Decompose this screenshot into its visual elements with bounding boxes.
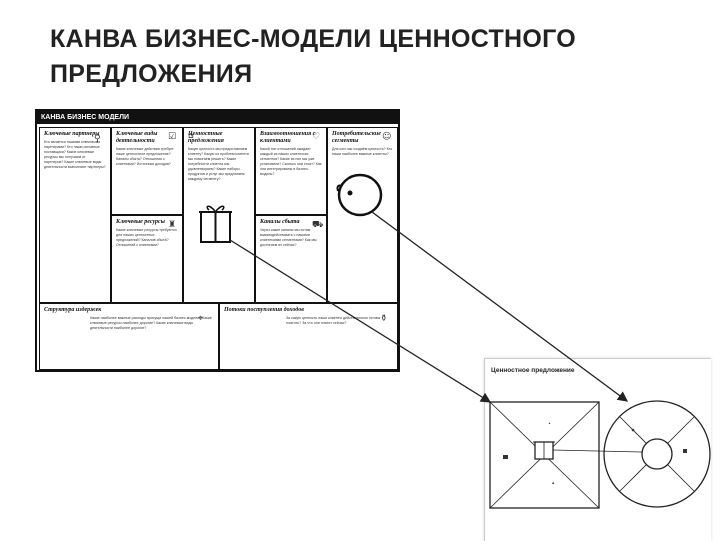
cell-title-customer-relationships: Взаимоотношения с клиентами [260, 131, 316, 144]
cell-text-key-resources: Какие ключевые ресурсы требуются для наш… [116, 228, 177, 247]
cell-text-key-partners: Кто является нашими ключевыми партнерами… [44, 140, 106, 169]
cell-text-channels: Через какие каналы мы хотим взаимодейств… [260, 228, 317, 247]
factory-icon: ♜ [168, 220, 177, 230]
cell-title-value-propositions: Ценностные предложения [188, 131, 224, 144]
face-icon [336, 173, 383, 217]
cell-text-key-activities: Какие ключевые действия требует наше цен… [116, 147, 174, 166]
cell-text-customer-relationships: Какой тип отношений ожидает каждый из на… [260, 147, 322, 176]
cell-text-value-propositions: Какую ценность мы предоставляем клиенту?… [188, 147, 249, 181]
cell-text-customer-segments: Для кого мы создаём ценность? Кто наши н… [332, 147, 393, 156]
money-bag-icon: ⚱ [380, 314, 388, 324]
cell-title-channels: Каналы сбыта [260, 219, 300, 225]
heart-icon: ♡ [312, 132, 321, 142]
cell-title-key-activities: Ключевые виды деятельности [116, 131, 158, 144]
cell-title-key-resources: Ключевые ресурсы [116, 219, 165, 225]
cell-key-activities: Ключевые виды деятельности Какие ключевы… [111, 127, 183, 215]
cell-title-revenue-streams: Потоки поступления доходов [224, 307, 304, 313]
cell-revenue-streams: Потоки поступления доходов За какую ценн… [219, 303, 398, 370]
svg-text:▲: ▲ [548, 421, 551, 425]
cell-title-customer-segments: Потребительские сегменты [332, 131, 381, 144]
arrow-segment-to-customer-profile [371, 211, 629, 402]
cell-key-resources: Ключевые ресурсы Какие ключевые ресурсы … [111, 215, 183, 303]
gift-icon [199, 205, 232, 243]
fit-line [552, 449, 643, 453]
arrow-value-to-value-map [229, 239, 492, 403]
price-tag-icon: ⌖ [198, 314, 204, 324]
cell-title-cost-structure: Структура издержек [44, 307, 102, 313]
svg-text:◆: ◆ [552, 481, 555, 485]
customer-profile-circle [603, 400, 711, 508]
cell-customer-relationships: Взаимоотношения с клиентами Какой тип от… [255, 127, 327, 215]
cell-key-partners: Ключевые партнеры Кто является нашими кл… [39, 127, 111, 303]
people-icon: ☺ [382, 132, 392, 142]
cell-channels: Каналы сбыта Через какие каналы мы хотим… [255, 215, 327, 303]
truck-icon: ⛟ [312, 220, 324, 230]
cell-text-cost-structure: Какие наиболее важные расходы присущи на… [90, 316, 212, 330]
slide-title: КАНВА БИЗНЕС-МОДЕЛИ ЦЕННОСТНОГО ПРЕДЛОЖЕ… [50, 25, 577, 88]
cell-title-key-partners: Ключевые партнеры [44, 131, 100, 137]
checklist-icon: ☑ [168, 132, 177, 142]
canvas-header: КАНВА БИЗНЕС МОДЕЛИ [37, 111, 398, 124]
cell-text-revenue-streams: За какую ценность наши клиенты действите… [286, 316, 381, 325]
gift-small-icon: ⌂ [188, 131, 194, 141]
cell-customer-segments: Потребительские сегменты Для кого мы соз… [327, 127, 398, 303]
vp-title: Ценностное предложение [491, 367, 575, 374]
value-map-square: ▲ ◆ [489, 401, 600, 509]
cell-cost-structure: Структура издержек Какие наиболее важные… [39, 303, 219, 370]
link-icon: ⚲ [94, 134, 101, 144]
business-model-canvas: КАНВА БИЗНЕС МОДЕЛИ Ключевые партнеры Кт… [35, 109, 400, 372]
